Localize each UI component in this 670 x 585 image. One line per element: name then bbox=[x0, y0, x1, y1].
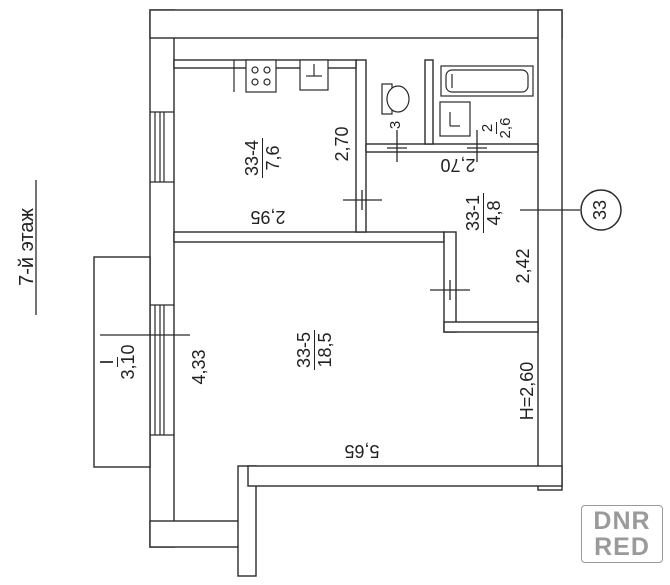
dim-hall-length: 2,70 bbox=[440, 155, 476, 175]
room-living-code: 33-5 bbox=[294, 329, 315, 371]
balcony-label: I 3,10 bbox=[97, 332, 142, 392]
exterior-wall-bottom bbox=[537, 9, 563, 491]
exterior-wall-right bbox=[149, 9, 563, 39]
room-living-area: 18,5 bbox=[315, 332, 335, 368]
wall-bath-hall bbox=[365, 143, 539, 153]
toilet-bowl-icon bbox=[386, 85, 410, 113]
dim-living-width: 4,33 bbox=[189, 349, 209, 385]
dim-kitchen-width: 2,70 bbox=[332, 126, 352, 162]
wall-toilet-bath bbox=[424, 59, 434, 145]
room-living-label: 33-5 18,5 bbox=[294, 320, 339, 380]
exterior-wall-left-stub bbox=[149, 520, 249, 548]
apartment-number: 33 bbox=[590, 199, 610, 221]
dim-hall-width: 2,42 bbox=[513, 248, 533, 284]
room-hall-area: 4,8 bbox=[484, 200, 504, 226]
dim-living-length: 5,65 bbox=[344, 441, 380, 461]
room-bathroom-code: 2 bbox=[479, 121, 497, 135]
stair-wall bbox=[247, 465, 563, 487]
wall-kitchen-bath bbox=[355, 59, 367, 233]
balcony-area: 3,10 bbox=[118, 344, 138, 380]
ceiling-height: H=2,60 bbox=[517, 361, 537, 421]
room-kitchen-code: 33-4 bbox=[242, 137, 263, 179]
exterior-wall-left bbox=[237, 465, 257, 577]
apartment-number-circle bbox=[580, 189, 622, 231]
room-hall-code: 33-1 bbox=[463, 192, 484, 234]
wall-hall-corner bbox=[443, 321, 539, 333]
floor-label: 7-й этаж bbox=[16, 208, 38, 286]
wall-kitchen-living bbox=[173, 231, 445, 243]
room-kitchen-label: 33-4 7,6 bbox=[242, 128, 287, 188]
dim-kitchen-length: 2,95 bbox=[250, 207, 286, 227]
room-kitchen-area: 7,6 bbox=[263, 145, 283, 171]
watermark-line-1: DNR bbox=[593, 507, 651, 535]
basin-icon bbox=[439, 101, 471, 137]
room-bathroom-area: 2,6 bbox=[497, 117, 514, 139]
room-bathroom-label: 2 2,6 bbox=[479, 104, 516, 152]
watermark-logo: DNR RED bbox=[581, 505, 663, 563]
balcony-code: I bbox=[97, 357, 118, 367]
balcony bbox=[93, 256, 151, 468]
room-toilet-code: 3 bbox=[387, 120, 404, 130]
stove-icon bbox=[245, 59, 277, 93]
watermark-line-2: RED bbox=[594, 533, 650, 561]
exterior-wall-top bbox=[149, 9, 175, 548]
room-hall-label: 33-1 4,8 bbox=[463, 183, 508, 243]
